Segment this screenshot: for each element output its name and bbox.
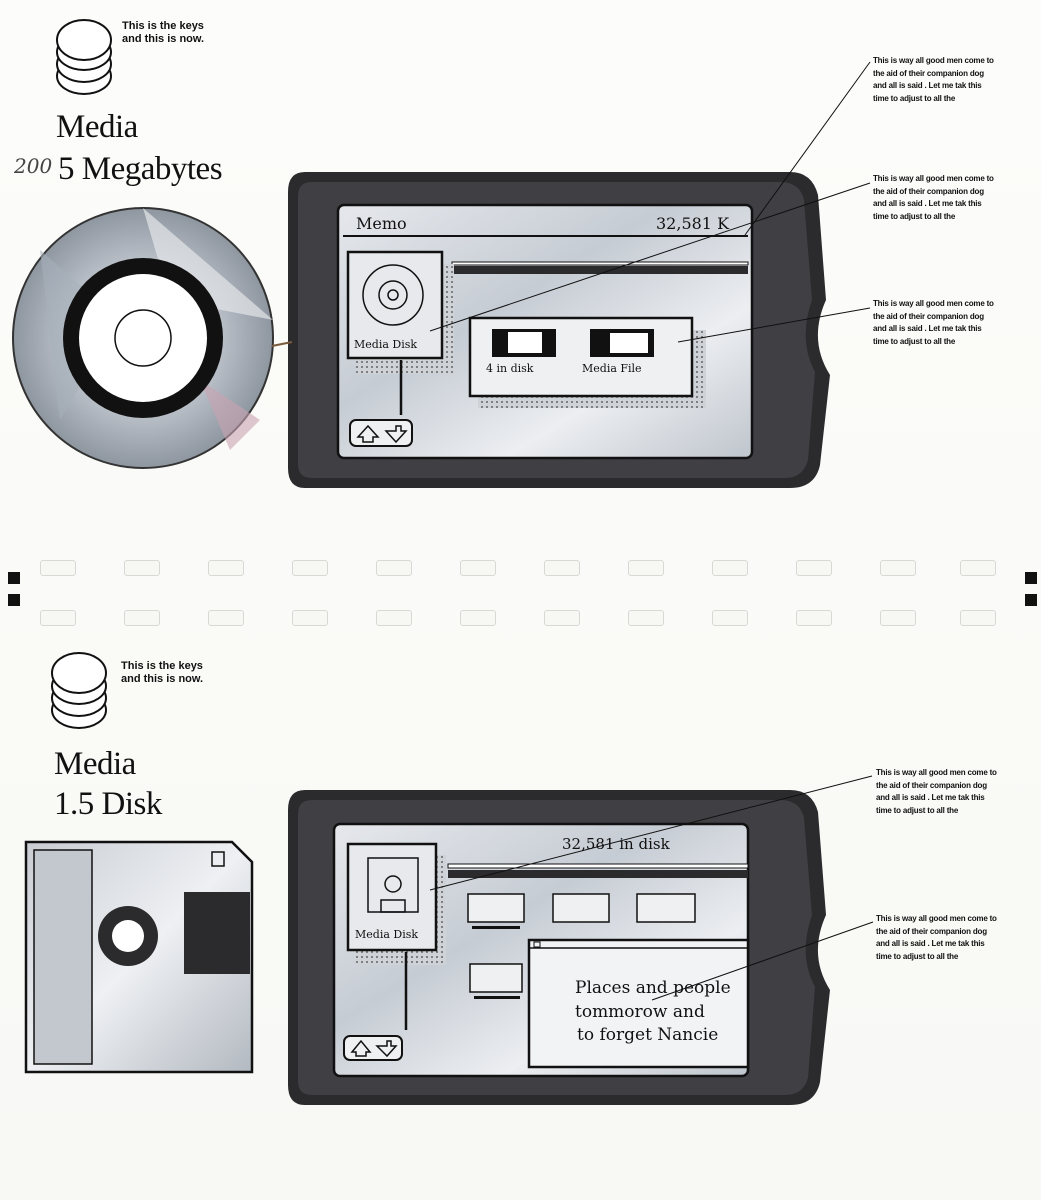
device-bottom-body: [288, 775, 874, 1105]
media-disk-label: Media Disk: [354, 338, 418, 351]
folder-label-file: Media File: [582, 362, 642, 375]
handwritten-prefix: 200: [14, 154, 53, 178]
capacity-readout: 32,581 K: [656, 214, 730, 233]
disk-title: 1.5 Disk: [54, 786, 162, 822]
callout-note: This is way all good men come to the aid…: [876, 914, 997, 961]
note-line-3: to forget Nancie: [577, 1025, 719, 1045]
divider: [8, 572, 1037, 606]
callout-note: This is way all good men come to the aid…: [873, 56, 994, 103]
disk-stack-icon-bottom: [51, 652, 107, 729]
callout-note: This is way all good men come to the aid…: [873, 174, 994, 221]
compact-disc-icon: [12, 207, 274, 469]
callout-note: This is way all good men come to the aid…: [873, 299, 994, 346]
note-line-1: Places and people: [575, 978, 731, 998]
capacity-readout-bottom: 32,581 in disk: [562, 835, 670, 853]
media-title-bottom: Media: [54, 746, 136, 782]
note-line-2: tommorow and: [575, 1002, 705, 1022]
disk-stack-icon: [56, 19, 112, 95]
folder-label-disk: 4 in disk: [486, 362, 534, 375]
keys-caption: This is the keys and this is now.: [122, 20, 205, 45]
keys-caption-bottom: This is the keys and this is now.: [121, 660, 204, 685]
callout-note: This is way all good men come to the aid…: [876, 768, 997, 815]
device-top-body: [271, 61, 871, 488]
media-title: Media: [56, 109, 138, 145]
capacity-title: 5 Megabytes: [58, 151, 223, 187]
window-title: Memo: [356, 214, 407, 233]
floppy-disk-icon: [24, 840, 254, 1074]
media-disk-label-bottom: Media Disk: [355, 928, 419, 941]
